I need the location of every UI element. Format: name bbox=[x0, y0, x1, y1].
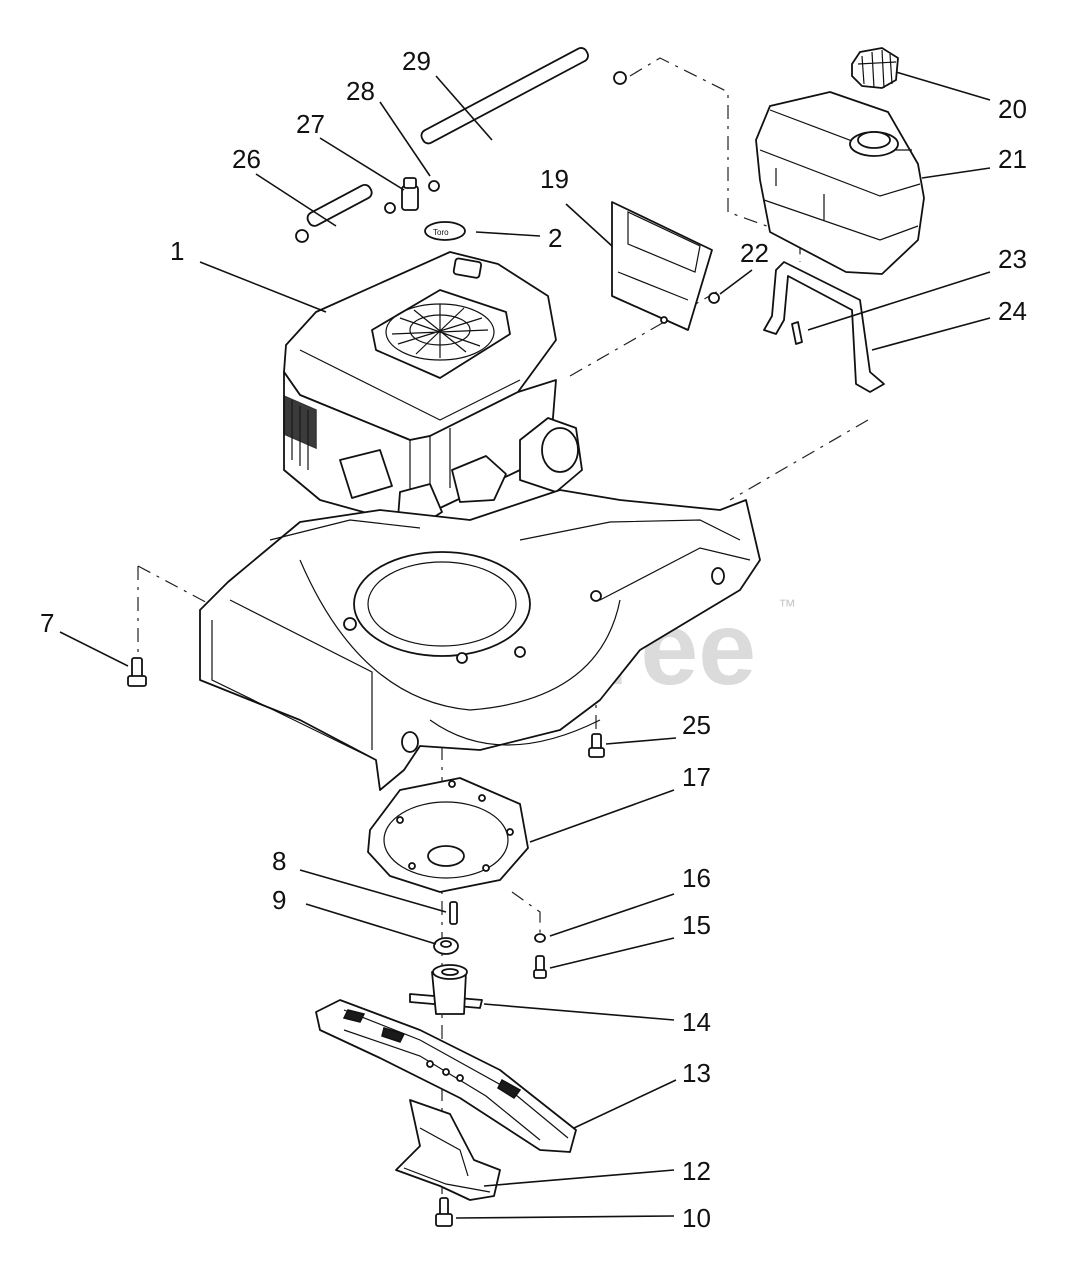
callout-1: 1 bbox=[170, 236, 184, 266]
callout-22: 22 bbox=[740, 238, 769, 268]
watermark-trademark: ™ bbox=[778, 596, 796, 616]
callout-21: 21 bbox=[998, 144, 1027, 174]
callout-9: 9 bbox=[272, 885, 286, 915]
tank-screw bbox=[791, 321, 803, 345]
hose-clamp-left bbox=[295, 229, 309, 243]
blade-carrier-plate bbox=[367, 777, 529, 893]
callout-8: 8 bbox=[272, 846, 286, 876]
hose-clamp-mid bbox=[384, 202, 396, 214]
callout-16: 16 bbox=[682, 863, 711, 893]
hose-clamp-right bbox=[428, 180, 440, 192]
callout-labels: 1 2 7 8 9 10 12 13 14 15 16 17 19 20 21 … bbox=[40, 46, 1027, 1233]
deck-bolt bbox=[127, 657, 147, 687]
mower-deck bbox=[199, 489, 761, 791]
callout-7: 7 bbox=[40, 608, 54, 638]
woodruff-key bbox=[449, 901, 458, 925]
shaft-washer bbox=[433, 937, 459, 955]
fuel-shutoff-valve bbox=[401, 185, 419, 211]
svg-text:Toro: Toro bbox=[433, 228, 449, 237]
engine bbox=[283, 251, 583, 527]
callout-12: 12 bbox=[682, 1156, 711, 1186]
callout-23: 23 bbox=[998, 244, 1027, 274]
callout-29: 29 bbox=[402, 46, 431, 76]
fuel-hose-long bbox=[420, 47, 589, 145]
callout-20: 20 bbox=[998, 94, 1027, 124]
callout-2: 2 bbox=[548, 223, 562, 253]
mower-blade bbox=[315, 999, 577, 1153]
callout-19: 19 bbox=[540, 164, 569, 194]
blade-adapter bbox=[409, 964, 483, 1015]
callout-15: 15 bbox=[682, 910, 711, 940]
leader-lines bbox=[59, 71, 991, 1219]
engine-decal bbox=[424, 221, 466, 241]
blade-bolt bbox=[435, 1197, 453, 1227]
callout-17: 17 bbox=[682, 762, 711, 792]
carrier-bolt bbox=[588, 733, 605, 758]
fuel-hose-short bbox=[306, 183, 373, 227]
callout-14: 14 bbox=[682, 1007, 711, 1037]
fuel-line-assembly bbox=[295, 47, 627, 243]
callout-27: 27 bbox=[296, 109, 325, 139]
callout-28: 28 bbox=[346, 76, 375, 106]
callout-24: 24 bbox=[998, 296, 1027, 326]
bracket-screw bbox=[708, 292, 720, 304]
lock-washer bbox=[534, 933, 546, 943]
callout-25: 25 bbox=[682, 710, 711, 740]
mulching-blade bbox=[395, 1099, 501, 1201]
fuel-tank-bracket bbox=[611, 201, 720, 331]
hose-clamp-top bbox=[613, 71, 627, 85]
fuel-tank bbox=[755, 91, 925, 275]
fuel-cap bbox=[851, 47, 899, 89]
callout-26: 26 bbox=[232, 144, 261, 174]
callout-10: 10 bbox=[682, 1203, 711, 1233]
carrier-screw bbox=[533, 955, 547, 979]
tank-support-bracket bbox=[763, 261, 885, 393]
callout-13: 13 bbox=[682, 1058, 711, 1088]
